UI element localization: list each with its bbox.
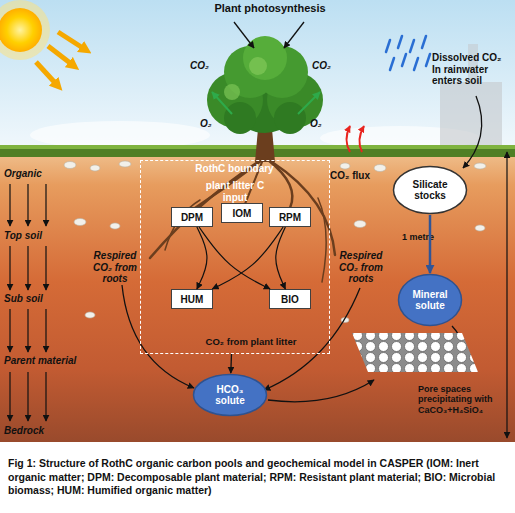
sun-rays <box>36 32 86 86</box>
text-label: Top soil <box>4 230 84 242</box>
text-label: Parent material <box>4 355 104 367</box>
carbon-pool-box: IOM <box>221 203 263 223</box>
flow-connector <box>230 354 232 373</box>
text-label: Organic <box>4 168 84 180</box>
text-label: CO₂ <box>312 60 342 72</box>
text-label: Dissolved CO₂ In rainwater enters soil <box>432 52 512 87</box>
ellipse-shape <box>394 167 467 214</box>
text-label: O₂ <box>200 118 224 130</box>
flow-connector <box>212 227 283 289</box>
soil-stones <box>64 161 486 323</box>
flow-connector <box>199 227 270 289</box>
sun <box>0 8 42 52</box>
figure-caption: Fig 1: Structure of RothC organic carbon… <box>8 457 508 498</box>
soil-profile <box>0 150 515 442</box>
solute-ellipse: HCO₃ solute <box>192 373 268 417</box>
rain-drops <box>386 36 430 70</box>
node-label: IOM <box>233 208 252 219</box>
text-label: Bedrock <box>4 425 84 437</box>
node-label: HUM <box>181 294 204 305</box>
carbon-pool-box: DPM <box>171 207 213 227</box>
edge-label: CO₂ from plant litter <box>196 337 306 348</box>
node-label: Mineral solute <box>401 289 459 312</box>
flow-arrows <box>122 22 482 402</box>
factory-building <box>440 82 502 150</box>
text-label: Respired CO₂ from roots <box>334 250 388 285</box>
stock-ellipse: Silicate stocks <box>392 165 468 215</box>
node-label: HCO₃ solute <box>201 384 259 407</box>
text-label: Plant photosynthesis <box>205 2 335 15</box>
ellipse-shape <box>194 375 267 416</box>
cloud <box>30 121 210 149</box>
text-label: CO₂ flux <box>330 170 390 182</box>
carbon-pool-box: HUM <box>171 289 213 309</box>
text-label: CO₂ <box>190 60 220 72</box>
sun-glow <box>0 0 50 60</box>
ellipse-shape <box>399 275 462 326</box>
flow-connector <box>197 227 207 289</box>
co2-flux-arrows <box>347 126 365 152</box>
sky <box>0 0 515 150</box>
depth-arrow <box>506 152 507 438</box>
model-boundary: DPM IOM RPM HUM BIO RothC boundary plant litte… <box>140 160 330 354</box>
text-label: Sub soil <box>4 293 84 305</box>
node-label: DPM <box>181 212 203 223</box>
carbon-pool-box: RPM <box>269 207 311 227</box>
solute-ellipse: Mineral solute <box>397 273 463 327</box>
text-label: Respired CO₂ from roots <box>88 250 142 285</box>
oxygen-arrows <box>212 92 320 114</box>
text-label: Pore spaces precipitating with CaCO₃+H₄S… <box>418 384 510 415</box>
tree-roots <box>150 160 335 282</box>
boundary-note: plant litter C input <box>201 180 269 203</box>
tree-crown <box>207 36 323 134</box>
flow-connector <box>429 215 432 273</box>
node-label: Silicate stocks <box>401 179 459 202</box>
carbon-pool-box: BIO <box>269 289 311 309</box>
node-label: RPM <box>279 212 301 223</box>
node-label: BIO <box>281 294 299 305</box>
flow-connector <box>276 227 286 289</box>
boundary-title: RothC boundary <box>141 163 328 175</box>
pore-spaces <box>352 333 478 372</box>
text-label: O₂ <box>310 118 334 130</box>
text-label: 1 metre <box>402 232 452 242</box>
